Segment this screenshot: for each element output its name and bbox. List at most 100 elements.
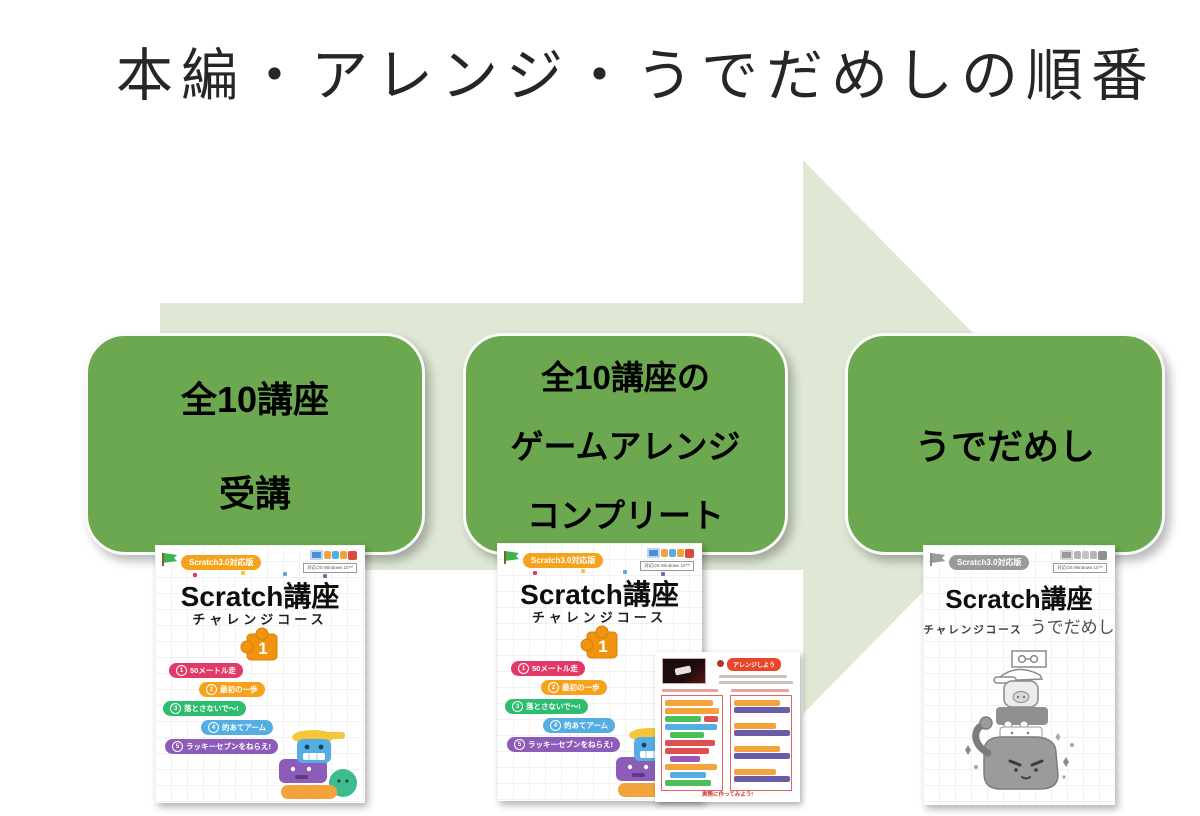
title-confetti bbox=[533, 571, 537, 575]
gray-flag-icon bbox=[930, 553, 945, 566]
arrange-footer-text: 実際に作ってみよう! bbox=[701, 792, 754, 798]
booklet-subtitle-row: チャレンジコース うでだめし bbox=[923, 613, 1115, 638]
scratch-version-badge: Scratch3.0対応版 bbox=[181, 555, 262, 570]
title-confetti bbox=[581, 569, 585, 573]
step2-line1: 全10講座の bbox=[541, 359, 710, 396]
game-pill-3: 3 落とさないで〜! bbox=[505, 699, 588, 714]
booklet-title: Scratch講座 bbox=[180, 581, 340, 612]
game-label: 落とさないで〜! bbox=[184, 704, 239, 713]
game-number: 3 bbox=[512, 701, 523, 712]
os-compat-label: 対応OS Windows 10™ bbox=[640, 561, 694, 571]
title-confetti bbox=[323, 574, 327, 578]
game-pill-1: 1 50メートル走 bbox=[511, 661, 585, 676]
game-label: 的あてアーム bbox=[222, 723, 267, 732]
pc-school-logo-icon bbox=[1060, 550, 1107, 560]
booklet-subtitle: チャレンジコース bbox=[923, 624, 1023, 636]
game-number: 2 bbox=[548, 682, 559, 693]
booklet-title: Scratch講座 bbox=[945, 584, 1093, 614]
game-label: ラッキーセブンをねらえ! bbox=[528, 740, 613, 749]
step1-line1: 全10講座 bbox=[180, 379, 330, 420]
game-label: 50メートル走 bbox=[190, 666, 236, 675]
game-screenshot-thumbnail bbox=[662, 658, 706, 684]
title-confetti bbox=[623, 570, 627, 574]
step2-line3: コンプリート bbox=[526, 497, 724, 534]
instruction-text-line bbox=[719, 675, 787, 678]
logo-blob bbox=[1074, 551, 1081, 559]
monitor-icon bbox=[310, 550, 323, 560]
game-label: 落とさないで〜! bbox=[526, 702, 581, 711]
block-box-caption bbox=[731, 689, 789, 692]
pc-school-logo-icon bbox=[647, 548, 694, 558]
logo-mark bbox=[348, 550, 357, 560]
step-box-skill-test: うでだめし bbox=[845, 333, 1165, 555]
game-label: 的あてアーム bbox=[564, 721, 609, 730]
scratch-blocks-panel-right bbox=[730, 695, 792, 791]
monitor-icon bbox=[1060, 550, 1073, 560]
game-number: 5 bbox=[172, 741, 183, 752]
puzzle-piece-number-icon: 1 bbox=[240, 627, 278, 661]
game-number: 2 bbox=[206, 684, 217, 695]
logo-blob bbox=[1082, 551, 1089, 559]
scratch-blocks-panel-left bbox=[661, 695, 723, 791]
game-sprite bbox=[674, 665, 692, 676]
game-pill-2: 2 最初の一歩 bbox=[199, 682, 265, 697]
scratch-version-badge: Scratch3.0対応版 bbox=[523, 553, 604, 568]
game-pill-4: 4 的あてアーム bbox=[201, 720, 274, 735]
mascot-characters-illustration bbox=[279, 730, 357, 799]
step2-line2: ゲームアレンジ bbox=[510, 428, 741, 465]
block-box-caption bbox=[662, 689, 718, 692]
game-pill-1: 1 50メートル走 bbox=[169, 663, 243, 678]
game-number: 1 bbox=[518, 663, 529, 674]
game-number: 1 bbox=[176, 665, 187, 676]
logo-blob bbox=[677, 549, 684, 557]
arrange-workbook-page: アレンジしよう 実際に作ってみよ bbox=[655, 652, 800, 802]
step3-line1: うでだめし bbox=[914, 426, 1095, 467]
os-compat-label: 対応OS Windows 10™ bbox=[303, 563, 357, 573]
logo-blob bbox=[669, 549, 676, 557]
skill-test-booklet-cover: Scratch3.0対応版 対応OS Windows 10™ Scratch講座… bbox=[923, 545, 1115, 805]
arrange-section-label: アレンジしよう bbox=[727, 658, 782, 671]
game-number: 4 bbox=[208, 722, 219, 733]
game-label: ラッキーセブンをねらえ! bbox=[186, 742, 271, 751]
scratch-version-badge: Scratch3.0対応版 bbox=[949, 555, 1030, 570]
scratch-green-flag-icon bbox=[162, 553, 177, 566]
title-confetti bbox=[193, 573, 197, 577]
title-confetti bbox=[661, 572, 665, 576]
page-title: 本編・アレンジ・うでだめしの順番 bbox=[116, 44, 1156, 108]
pc-school-logo-icon bbox=[310, 550, 357, 560]
mascot-characters-illustration bbox=[616, 728, 694, 797]
game-number: 4 bbox=[550, 720, 561, 731]
course-booklet-cover-1: Scratch3.0対応版 対応OS Windows 10™ Scratch講座… bbox=[155, 545, 365, 803]
game-label: 最初の一歩 bbox=[562, 683, 600, 692]
step-box-arrange-complete: 全10講座の ゲームアレンジ コンプリート bbox=[463, 333, 788, 555]
logo-blob bbox=[1090, 551, 1097, 559]
skill-test-subtitle: うでだめし bbox=[1029, 618, 1115, 637]
booklet-subtitle: チャレンジコース bbox=[192, 612, 328, 627]
logo-mark bbox=[1098, 550, 1107, 560]
game-number: 3 bbox=[170, 703, 181, 714]
booklet-title: Scratch講座 bbox=[520, 579, 679, 610]
game-number: 5 bbox=[514, 739, 525, 750]
mascot-dot-icon bbox=[717, 660, 724, 667]
logo-blob bbox=[324, 551, 331, 559]
scratch-green-flag-icon bbox=[504, 551, 519, 564]
game-pill-3: 3 落とさないで〜! bbox=[163, 701, 246, 716]
game-pill-4: 4 的あてアーム bbox=[543, 718, 616, 733]
title-confetti bbox=[283, 572, 287, 576]
step-box-attend: 全10講座 受講 bbox=[85, 333, 425, 555]
game-pill-5: 5 ラッキーセブンをねらえ! bbox=[507, 737, 620, 752]
logo-blob bbox=[661, 549, 668, 557]
logo-blob bbox=[332, 551, 339, 559]
game-label: 最初の一歩 bbox=[220, 685, 258, 694]
logo-blob bbox=[340, 551, 347, 559]
instruction-text-line bbox=[719, 681, 793, 684]
stacked-characters-illustration bbox=[965, 650, 1074, 790]
os-compat-label: 対応OS Windows 10™ bbox=[1053, 563, 1107, 573]
game-pill-5: 5 ラッキーセブンをねらえ! bbox=[165, 739, 278, 754]
volume-number: 1 bbox=[258, 639, 267, 658]
puzzle-piece-number-icon: 1 bbox=[580, 625, 617, 659]
volume-number: 1 bbox=[598, 637, 607, 656]
booklet-subtitle: チャレンジコース bbox=[531, 610, 668, 625]
monitor-icon bbox=[647, 548, 660, 558]
